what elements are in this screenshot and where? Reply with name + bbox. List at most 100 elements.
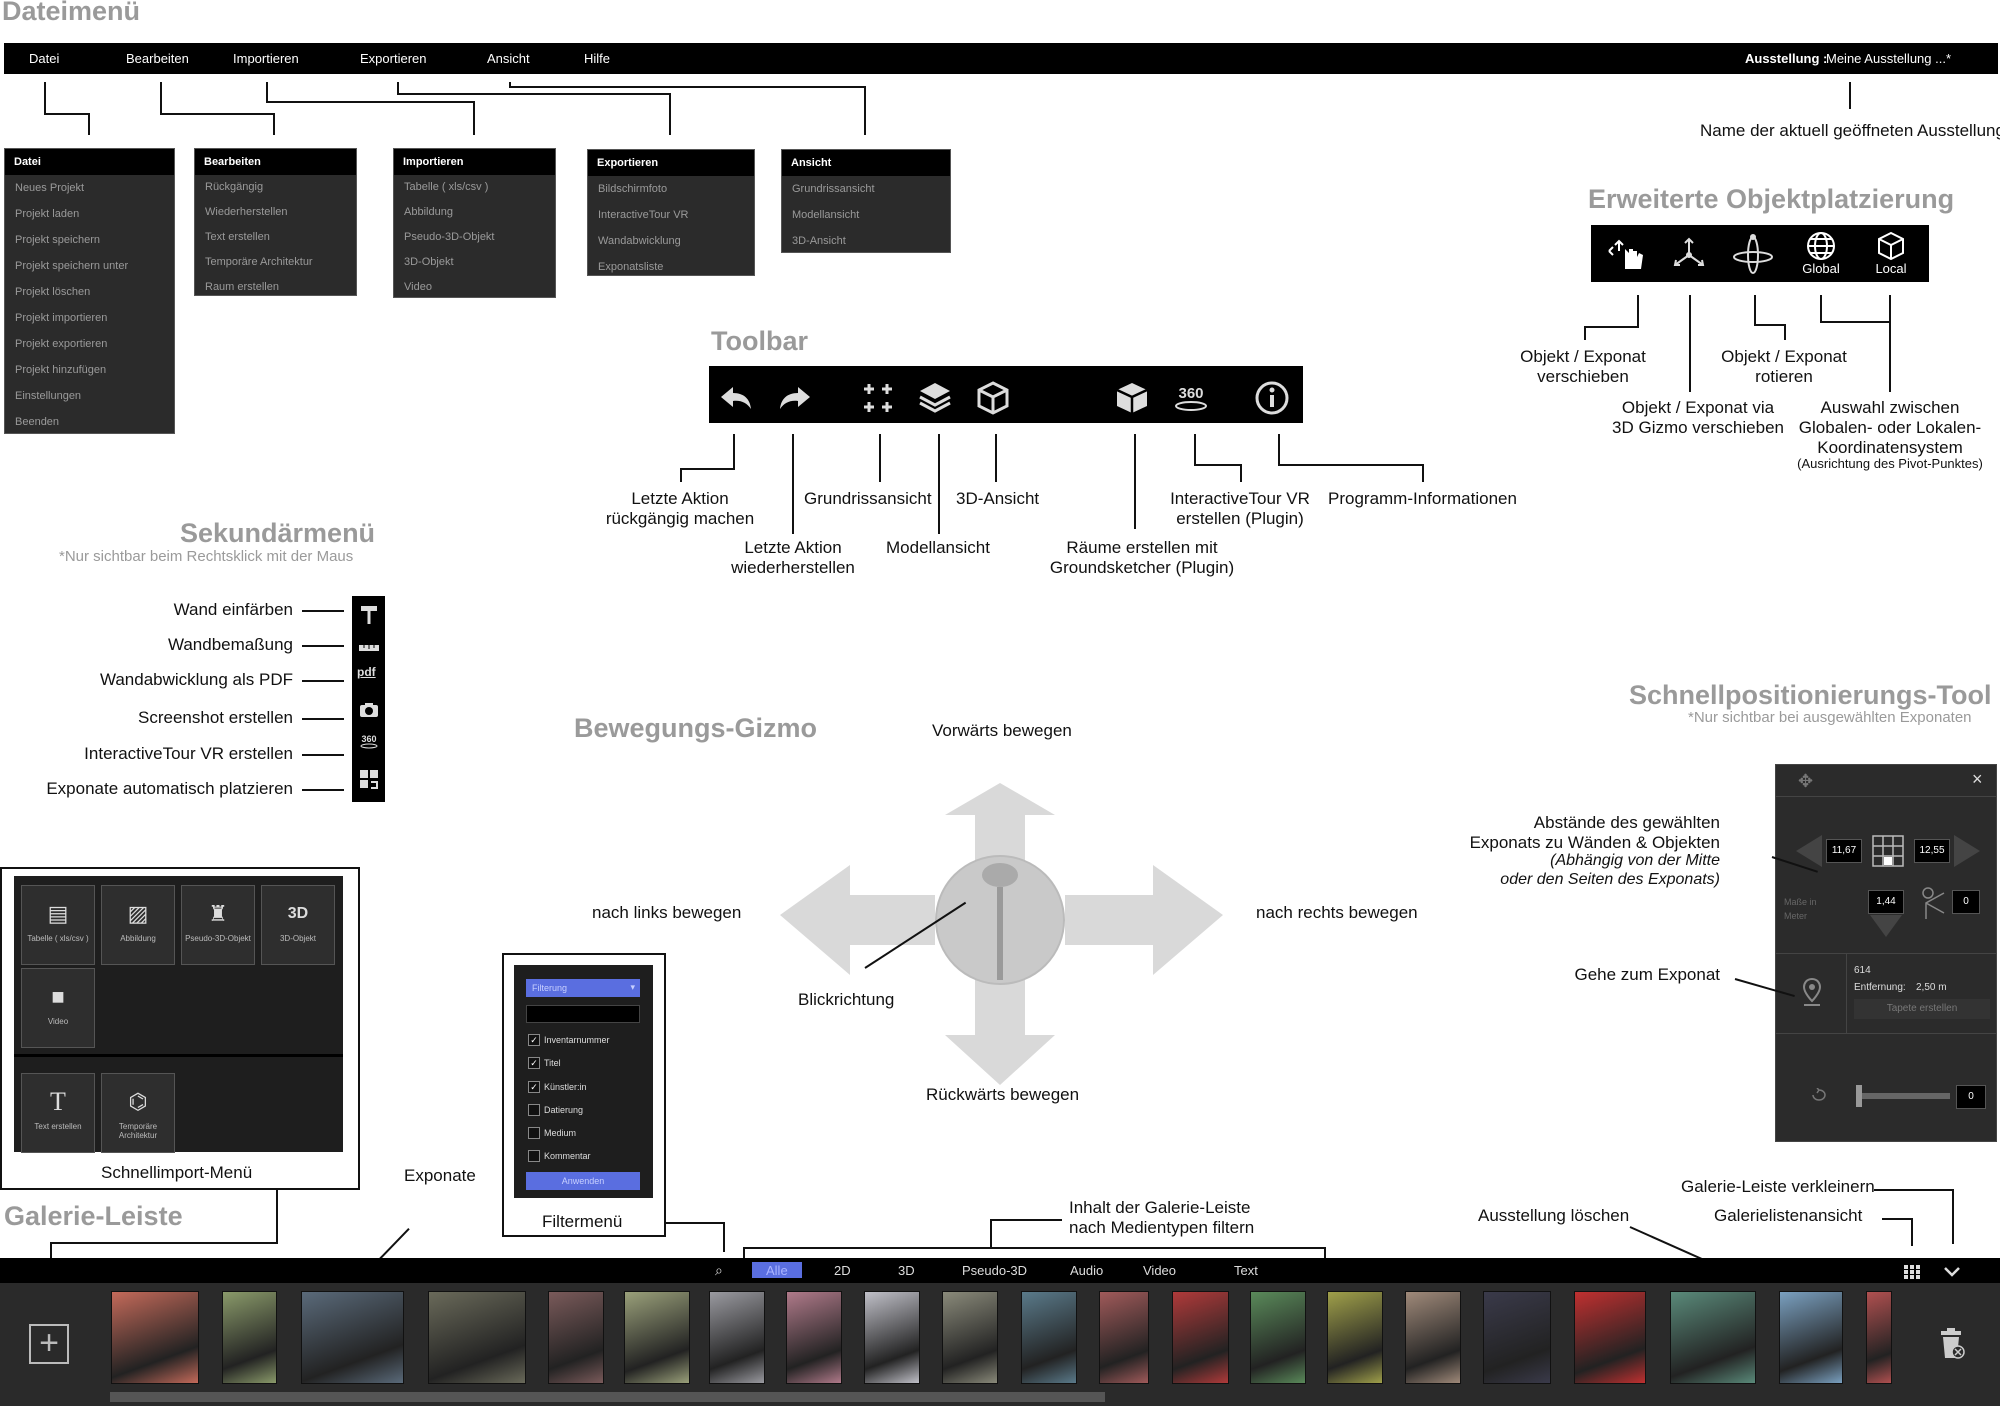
filter-checkbox[interactable] (528, 1104, 540, 1116)
menu-item[interactable]: Tabelle ( xls/csv ) (404, 181, 489, 193)
undo-icon[interactable] (716, 378, 758, 418)
menu-item[interactable]: InteractiveTour VR (598, 209, 689, 221)
gallery-thumbnail[interactable] (1099, 1291, 1149, 1384)
grid-pivot-icon[interactable] (1872, 835, 1904, 867)
menu-item[interactable]: Rückgängig (205, 181, 264, 193)
gallery-scrollbar-thumb[interactable] (110, 1392, 1105, 1402)
gallery-thumbnail[interactable] (1866, 1291, 1892, 1384)
menu-item[interactable]: Grundrissansicht (792, 183, 875, 195)
gallery-thumbnail[interactable] (1779, 1291, 1843, 1384)
tab-pseudo-3d[interactable]: Pseudo-3D (962, 1263, 1028, 1278)
menu-item[interactable]: Beenden (15, 416, 60, 428)
gallery-thumbnail[interactable] (942, 1291, 998, 1384)
menu-item[interactable]: Bildschirmfoto (598, 183, 668, 195)
movement-gizmo[interactable] (775, 775, 1225, 1095)
menu-item[interactable]: Projekt laden (15, 208, 80, 220)
menu-item[interactable]: Projekt hinzufügen (15, 364, 107, 376)
gallery-thumbnail[interactable] (548, 1291, 604, 1384)
global-button[interactable]: Global (1797, 230, 1845, 276)
rotation-slider-track[interactable] (1856, 1093, 1950, 1099)
add-exhibit-button[interactable]: + (29, 1324, 69, 1364)
menu-importieren[interactable]: Importieren (233, 51, 299, 66)
vr-360-small-icon[interactable]: 360 (358, 732, 380, 755)
gallery-thumbnail[interactable] (624, 1291, 690, 1384)
filter-checkbox[interactable]: ✓ (528, 1057, 540, 1069)
chevron-down-icon[interactable] (1943, 1266, 1961, 1278)
menu-item[interactable]: Pseudo-3D-Objekt (404, 231, 495, 243)
menu-item[interactable]: Temporäre Architektur (205, 256, 313, 268)
menu-item[interactable]: 3D-Objekt (404, 256, 454, 268)
search-icon[interactable]: ⌕ (715, 1262, 723, 1278)
tab-2d[interactable]: 2D (834, 1263, 851, 1278)
gallery-thumbnail[interactable] (786, 1291, 842, 1384)
hand-move-icon[interactable] (1605, 235, 1651, 280)
menu-item[interactable]: Einstellungen (15, 390, 82, 402)
menu-item[interactable]: Neues Projekt (15, 182, 85, 194)
menu-ansicht[interactable]: Ansicht (487, 51, 530, 66)
gallery-thumbnail[interactable] (1250, 1291, 1306, 1384)
filter-checkbox[interactable]: ✓ (528, 1034, 540, 1046)
gallery-thumbnail[interactable] (111, 1291, 199, 1384)
import-table-tile[interactable]: ▤Tabelle ( xls/csv ) (21, 885, 95, 965)
import-pseudo3d-tile[interactable]: ♜Pseudo-3D-Objekt (181, 885, 255, 965)
tab-audio[interactable]: Audio (1070, 1263, 1104, 1278)
wallpaper-button[interactable]: Tapete erstellen (1854, 999, 1990, 1019)
gallery-thumbnail[interactable] (1574, 1291, 1646, 1384)
filter-checkbox[interactable]: ✓ (528, 1081, 540, 1093)
redo-icon[interactable] (773, 378, 815, 418)
vr-360-icon[interactable]: 360 (1170, 378, 1212, 418)
gallery-thumbnail[interactable] (1670, 1291, 1756, 1384)
gallery-thumbnail[interactable] (428, 1291, 526, 1384)
filter-select[interactable]: Filterung▾ (526, 979, 640, 997)
menu-hilfe[interactable]: Hilfe (584, 51, 611, 66)
wall-dimension-icon[interactable] (358, 640, 380, 658)
filter-apply-button[interactable]: Anwenden (526, 1172, 640, 1190)
filter-checkbox[interactable] (528, 1127, 540, 1139)
close-icon[interactable]: × (1972, 769, 1983, 789)
trash-icon[interactable] (1938, 1328, 1966, 1360)
menu-item[interactable]: 3D-Ansicht (792, 235, 846, 247)
gallery-thumbnail[interactable] (222, 1291, 277, 1384)
bottom-distance-field[interactable]: 1,44 (1868, 890, 1904, 914)
gizmo-move-icon[interactable] (1669, 235, 1709, 280)
gallery-thumbnail[interactable] (1327, 1291, 1383, 1384)
menu-item[interactable]: Projekt importieren (15, 312, 108, 324)
move-handle-icon[interactable]: ✥ (1798, 771, 1814, 791)
temp-architecture-tile[interactable]: ⌬Temporäre Architektur (101, 1073, 175, 1153)
menu-item[interactable]: Text erstellen (205, 231, 270, 243)
tab-video[interactable]: Video (1143, 1263, 1177, 1278)
import-video-tile[interactable]: ■Video (21, 968, 95, 1048)
menu-item[interactable]: Wandabwicklung (598, 235, 681, 247)
angle-field[interactable]: 0 (1952, 890, 1980, 914)
filter-checkbox[interactable] (528, 1150, 540, 1162)
menu-item[interactable]: Projekt speichern unter (15, 260, 129, 272)
menu-item[interactable]: Raum erstellen (205, 281, 279, 293)
model-view-icon[interactable] (914, 378, 956, 418)
menu-item[interactable]: Wiederherstellen (205, 206, 288, 218)
info-icon[interactable] (1251, 378, 1293, 418)
auto-place-icon[interactable] (358, 768, 380, 795)
menu-bearbeiten[interactable]: Bearbeiten (126, 51, 189, 66)
menu-item[interactable]: Projekt exportieren (15, 338, 108, 350)
gallery-thumbnail[interactable] (1021, 1291, 1077, 1384)
tab-alle[interactable]: Alle (766, 1263, 788, 1278)
menu-item[interactable]: Video (404, 281, 432, 293)
rotate-icon[interactable] (1731, 233, 1775, 282)
camera-icon[interactable] (359, 702, 379, 723)
gallery-thumbnail[interactable] (1483, 1291, 1551, 1384)
goto-location-icon[interactable] (1802, 977, 1822, 1007)
gallery-thumbnail[interactable] (709, 1291, 765, 1384)
right-distance-field[interactable]: 12,55 (1914, 839, 1950, 863)
groundsketcher-icon[interactable] (1111, 378, 1153, 418)
rotation-field[interactable]: 0 (1956, 1085, 1986, 1109)
gallery-thumbnail[interactable] (301, 1291, 404, 1384)
gallery-thumbnail[interactable] (1405, 1291, 1461, 1384)
menu-item[interactable]: Projekt löschen (15, 286, 91, 298)
menu-item[interactable]: Exponatsliste (598, 261, 664, 273)
menu-datei[interactable]: Datei (29, 51, 60, 66)
tab-text[interactable]: Text (1234, 1263, 1258, 1278)
menu-item[interactable]: Modellansicht (792, 209, 860, 221)
left-distance-field[interactable]: 11,67 (1826, 839, 1862, 863)
